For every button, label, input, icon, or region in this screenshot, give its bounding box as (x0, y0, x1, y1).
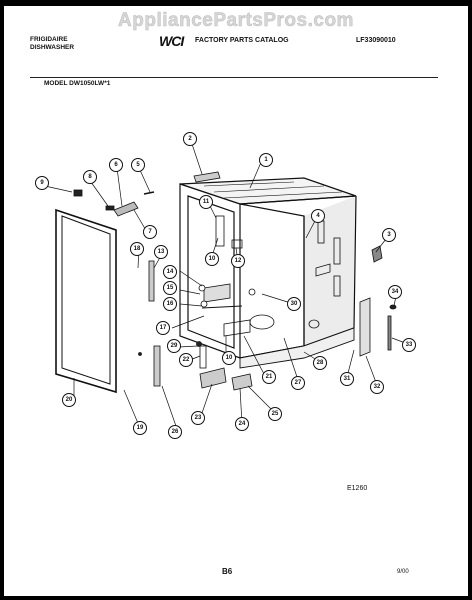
callout-30: 30 (287, 297, 301, 311)
callout-25: 25 (268, 407, 282, 421)
callout-21: 21 (262, 370, 276, 384)
callout-31: 31 (340, 372, 354, 386)
dishwasher-tub (179, 177, 357, 369)
product-type: DISHWASHER (30, 44, 75, 51)
svg-text:10: 10 (226, 355, 233, 361)
revision-date: 9/00 (397, 569, 409, 575)
brand-block: FRIGIDAIRE DISHWASHER (30, 36, 74, 52)
callout-23: 23 (191, 411, 205, 425)
svg-text:27: 27 (295, 380, 302, 386)
callout-34: 34 (388, 285, 402, 299)
svg-text:18: 18 (134, 246, 141, 252)
svg-text:4: 4 (316, 213, 320, 219)
callout-19: 19 (133, 421, 147, 435)
callout-11: 11 (199, 195, 213, 209)
svg-text:6: 6 (114, 162, 118, 168)
svg-text:31: 31 (344, 376, 351, 382)
callout-6: 6 (109, 158, 123, 172)
svg-text:8: 8 (88, 174, 92, 180)
brand-name: FRIGIDAIRE (30, 36, 68, 43)
callout-22: 22 (179, 353, 193, 367)
callout-20: 20 (62, 393, 76, 407)
callout-26: 26 (168, 425, 182, 439)
svg-text:24: 24 (239, 421, 246, 427)
door-panel (55, 208, 117, 394)
callout-10: 10 (205, 252, 219, 266)
callout-27: 27 (291, 376, 305, 390)
svg-text:29: 29 (171, 343, 178, 349)
callout-28: 28 (313, 356, 327, 370)
callout-18: 18 (130, 242, 144, 256)
callout-13: 13 (154, 245, 168, 259)
header-divider (30, 77, 438, 78)
svg-text:14: 14 (167, 269, 174, 275)
callout-32: 32 (370, 380, 384, 394)
svg-text:16: 16 (167, 301, 174, 307)
wci-logo: WCI (159, 33, 184, 49)
svg-text:22: 22 (183, 357, 190, 363)
svg-text:11: 11 (203, 199, 210, 205)
page-number: B6 (222, 567, 233, 576)
svg-text:33: 33 (406, 342, 413, 348)
exploded-view-diagram: 1 2 3 4 5 6 7 8 9 10 10 11 12 13 14 15 1… (35, 132, 416, 439)
svg-text:28: 28 (317, 360, 324, 366)
callout-16: 16 (163, 297, 177, 311)
callout-3: 3 (382, 228, 396, 242)
callout-4: 4 (311, 209, 325, 223)
svg-text:10: 10 (209, 256, 216, 262)
callout-33: 33 (402, 338, 416, 352)
svg-text:25: 25 (272, 411, 279, 417)
svg-text:21: 21 (266, 374, 273, 380)
callout-15: 15 (163, 281, 177, 295)
svg-text:2: 2 (188, 136, 192, 142)
svg-text:15: 15 (167, 285, 174, 291)
svg-text:32: 32 (374, 384, 381, 390)
svg-text:12: 12 (235, 258, 242, 264)
callout-10b: 10 (222, 351, 236, 365)
svg-text:26: 26 (172, 429, 179, 435)
catalog-code: LF33090010 (356, 37, 396, 44)
model-number: MODEL DW1050LW*1 (44, 80, 111, 87)
callout-29: 29 (167, 339, 181, 353)
svg-text:19: 19 (137, 425, 144, 431)
figure-code: E1260 (347, 485, 368, 492)
svg-text:13: 13 (158, 249, 165, 255)
svg-text:17: 17 (160, 325, 167, 331)
small-parts (73, 171, 397, 391)
svg-text:7: 7 (148, 229, 152, 235)
callout-2: 2 (183, 132, 197, 146)
svg-text:34: 34 (392, 289, 399, 295)
callout-7: 7 (143, 225, 157, 239)
callout-12: 12 (231, 254, 245, 268)
svg-text:23: 23 (195, 415, 202, 421)
svg-text:30: 30 (291, 301, 298, 307)
svg-text:20: 20 (66, 397, 73, 403)
svg-text:1: 1 (264, 157, 268, 163)
callout-8: 8 (83, 170, 97, 184)
parts-diagram-sheet: AppliancePartsPros.com FRIGIDAIRE DISHWA… (4, 6, 468, 596)
svg-text:3: 3 (387, 232, 391, 238)
svg-text:5: 5 (136, 162, 140, 168)
callout-17: 17 (156, 321, 170, 335)
watermark: AppliancePartsPros.com (118, 10, 354, 32)
svg-text:9: 9 (40, 180, 44, 186)
callout-5: 5 (131, 158, 145, 172)
callout-24: 24 (235, 417, 249, 431)
catalog-title: FACTORY PARTS CATALOG (195, 37, 289, 44)
callout-14: 14 (163, 265, 177, 279)
callout-9: 9 (35, 176, 49, 190)
callout-1: 1 (259, 153, 273, 167)
